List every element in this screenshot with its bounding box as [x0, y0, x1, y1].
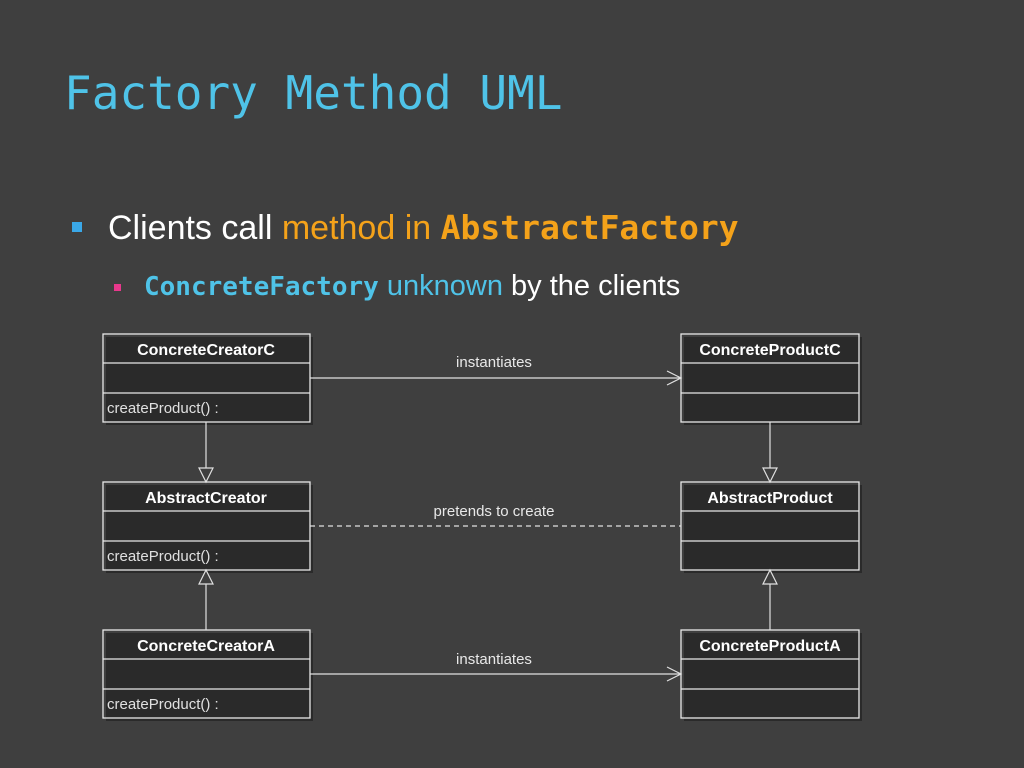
class-name: ConcreteProductA [699, 638, 841, 655]
square-subbullet-icon [114, 284, 121, 291]
bullet-1-code: AbstractFactory [440, 208, 739, 247]
bullet-2-text: ConcreteFactory unknown by the clients [144, 270, 680, 303]
class-concrete-creator-c: ConcreteCreatorC createProduct() : [102, 333, 313, 425]
class-name: AbstractProduct [707, 490, 833, 507]
class-concrete-product-a: ConcreteProductA [680, 629, 862, 721]
class-name: ConcreteCreatorA [137, 638, 275, 655]
class-name: AbstractCreator [145, 490, 267, 507]
relation-pretends-to-create: pretends to create [310, 503, 681, 527]
class-operation: createProduct() : [107, 400, 219, 417]
relation-label: instantiates [456, 354, 532, 371]
generalization-product-c [762, 422, 778, 484]
class-operation: createProduct() : [107, 548, 219, 565]
bullet-2-blue: unknown [386, 270, 503, 302]
bullet-2-code: ConcreteFactory [144, 272, 379, 302]
class-concrete-creator-a: ConcreteCreatorA createProduct() : [102, 629, 313, 721]
class-abstract-creator: AbstractCreator createProduct() : [102, 481, 313, 573]
generalization-creator-a [198, 568, 214, 630]
class-operation: createProduct() : [107, 696, 219, 713]
bullet-1-plain: Clients call [108, 209, 273, 247]
generalization-creator-c [198, 422, 214, 484]
square-bullet-icon [72, 222, 82, 232]
bullet-1-orange: method in [281, 209, 432, 247]
generalization-product-a [762, 568, 778, 630]
relation-instantiates-c: instantiates [310, 354, 683, 386]
bullet-2-plain: by the clients [511, 270, 681, 302]
class-name: ConcreteProductC [699, 342, 841, 359]
relation-label: pretends to create [434, 503, 555, 520]
bullet-1-text: Clients call method in AbstractFactory [108, 208, 739, 248]
class-name: ConcreteCreatorC [137, 342, 275, 359]
slide-title: Factory Method UML [64, 66, 563, 120]
relation-instantiates-a: instantiates [310, 651, 683, 682]
class-concrete-product-c: ConcreteProductC [680, 333, 862, 425]
relation-label: instantiates [456, 651, 532, 668]
class-abstract-product: AbstractProduct [680, 481, 862, 573]
